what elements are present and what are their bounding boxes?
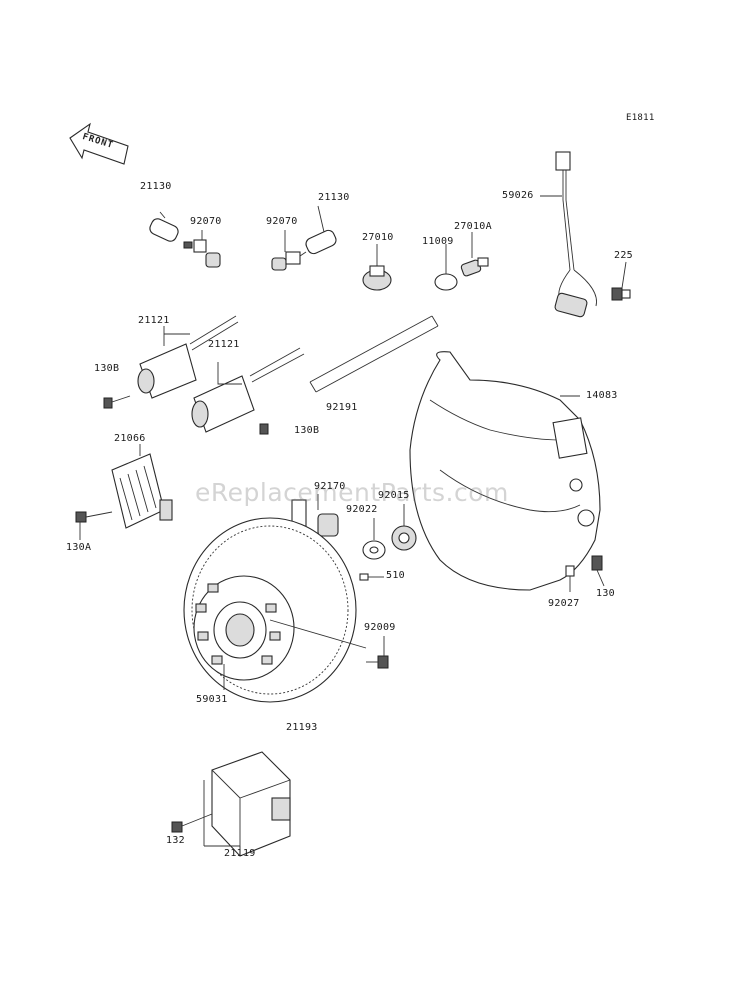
part-label: 27010: [362, 232, 394, 243]
bolt-132: [171, 813, 213, 833]
hose-92191: [309, 315, 439, 393]
regulator-21066: [111, 444, 173, 529]
bolt-130b-left: [103, 395, 131, 409]
part-label: 21066: [114, 433, 146, 444]
bearing-92015: [391, 504, 417, 551]
switch-27010: [362, 244, 392, 291]
part-label: 130B: [94, 363, 120, 374]
part-label: 21193: [286, 722, 318, 733]
igniter-21119: [203, 751, 291, 857]
flywheel-59031: [183, 517, 367, 703]
spark-plug-right: [271, 230, 307, 271]
part-label: 21121: [138, 315, 170, 326]
part-label: 21119: [224, 848, 256, 859]
spark-plug-left: [183, 230, 221, 268]
watermark-text: eReplacementParts.com: [195, 478, 509, 507]
washer-92022: [362, 518, 386, 560]
part-label: 11009: [422, 236, 454, 247]
part-label: 92015: [378, 490, 410, 501]
bolt-130-right: [565, 555, 605, 592]
part-label: 92009: [364, 622, 396, 633]
gasket-11009: [434, 244, 458, 291]
bolt-130a: [75, 511, 113, 540]
part-label: 92070: [190, 216, 222, 227]
part-label: 130B: [294, 425, 320, 436]
part-label: 510: [386, 570, 405, 581]
ignition-coil-left: [137, 315, 239, 399]
ignition-coil-right: [191, 347, 305, 435]
part-label: 130A: [66, 542, 92, 553]
part-label: 92070: [266, 216, 298, 227]
part-label: 225: [614, 250, 633, 261]
part-label: 27010A: [454, 221, 492, 232]
front-arrow-icon: [69, 122, 129, 165]
clamp-92170: [291, 494, 339, 537]
part-label: 92027: [548, 598, 580, 609]
plug-cap-right: [305, 205, 337, 255]
bolt-92009: [366, 636, 389, 669]
diagram-code: E1811: [626, 113, 655, 123]
part-label: 21130: [140, 181, 172, 192]
cover-14083: [409, 351, 601, 591]
switch-27010a: [460, 232, 489, 277]
part-label: 92191: [326, 402, 358, 413]
part-label: 21130: [318, 192, 350, 203]
part-label: 92170: [314, 481, 346, 492]
part-label: 21121: [208, 339, 240, 350]
plug-cap-left: [149, 211, 179, 242]
part-label: 92022: [346, 504, 378, 515]
part-label: 14083: [586, 390, 618, 401]
part-label: 130: [596, 588, 615, 599]
part-label: 132: [166, 835, 185, 846]
part-label: 59026: [502, 190, 534, 201]
sensor-59026: [540, 151, 597, 318]
bolt-225: [611, 261, 631, 301]
key-510: [359, 573, 384, 581]
part-label: 59031: [196, 694, 228, 705]
